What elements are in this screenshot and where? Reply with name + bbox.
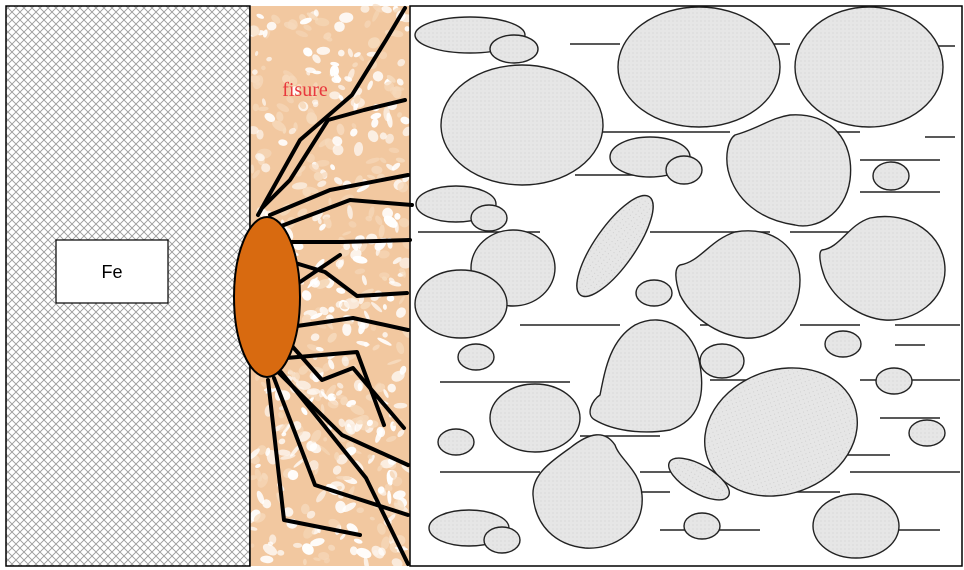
aggregate bbox=[795, 7, 943, 127]
aggregate bbox=[700, 344, 744, 378]
aggregate bbox=[813, 494, 899, 558]
aggregate bbox=[876, 368, 912, 394]
aggregate bbox=[471, 205, 507, 231]
aggregate bbox=[825, 331, 861, 357]
corrosion-blob bbox=[256, 130, 263, 140]
fisure-label: fisure bbox=[282, 79, 328, 101]
aggregate bbox=[490, 35, 538, 63]
aggregate bbox=[415, 270, 507, 338]
aggregate bbox=[490, 384, 580, 452]
corrosion-blob bbox=[303, 559, 307, 565]
aggregate bbox=[666, 156, 702, 184]
aggregate bbox=[618, 7, 780, 127]
aggregate bbox=[441, 65, 603, 185]
crack-line bbox=[286, 240, 410, 242]
aggregate bbox=[873, 162, 909, 190]
aggregate bbox=[484, 527, 520, 553]
aggregate bbox=[909, 420, 945, 446]
fe-label-box: Fe bbox=[56, 240, 168, 303]
aggregate bbox=[636, 280, 672, 306]
fe-label: Fe bbox=[101, 262, 122, 282]
aggregate bbox=[684, 513, 720, 539]
corrosion-product bbox=[234, 217, 300, 377]
concrete-region bbox=[410, 6, 962, 566]
aggregate bbox=[438, 429, 474, 455]
aggregate bbox=[458, 344, 494, 370]
